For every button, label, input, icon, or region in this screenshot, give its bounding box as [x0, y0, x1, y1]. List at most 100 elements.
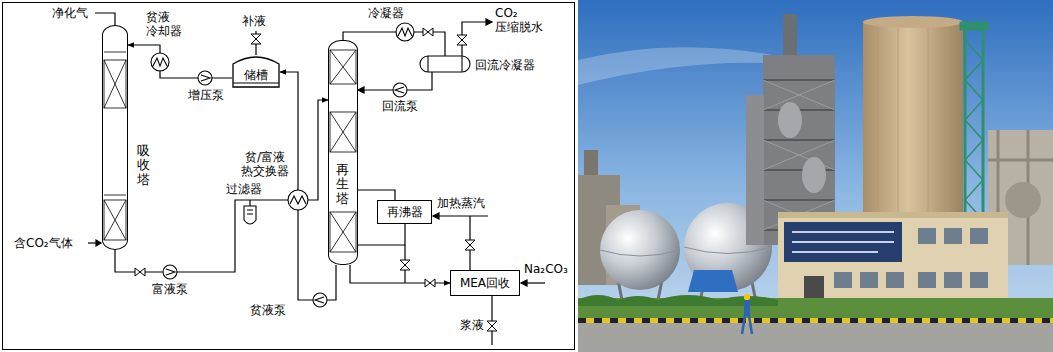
valve-symbol	[251, 34, 261, 44]
node-label: 再生塔	[336, 163, 349, 206]
front-building	[860, 272, 878, 288]
node-label: 储槽	[244, 68, 268, 82]
front-building	[834, 272, 852, 288]
equipment-label: 回流泵	[382, 99, 418, 113]
equipment-label: 贫液 冷却器	[146, 10, 186, 39]
preheater-tower	[783, 14, 797, 58]
reboiler-feed-line	[358, 190, 395, 200]
rich-solvent-line	[115, 100, 328, 272]
lattice-tower	[965, 40, 983, 240]
process-pipes	[249, 200, 250, 206]
preheater-tower	[802, 157, 826, 193]
heat-exchanger-symbol	[398, 28, 412, 36]
valve-symbol	[135, 268, 145, 276]
pump-symbol	[198, 71, 212, 85]
pump-symbol	[315, 297, 324, 303]
front-building	[970, 272, 988, 288]
process-pipes	[88, 13, 545, 345]
equipment-label: 贫/富液 热交换器	[238, 150, 292, 179]
node-label: 再沸器	[387, 205, 423, 219]
tent	[688, 270, 738, 292]
valve-symbol	[457, 35, 467, 45]
stream-label: CO₂ 压缩脱水	[495, 6, 547, 35]
column-packing	[330, 50, 356, 84]
storage-tank: 储槽	[232, 52, 280, 88]
tank-outline	[233, 57, 279, 87]
front-building	[778, 212, 1008, 307]
column-packing	[104, 200, 126, 240]
stream-label: 浆液	[460, 318, 484, 332]
pump-symbol	[163, 71, 407, 307]
valve-symbol	[423, 28, 433, 36]
equipment-label: 贫液泵	[250, 303, 286, 317]
plant-photo	[578, 0, 1053, 352]
equipment-label: 增压泵	[188, 88, 224, 102]
front-building	[778, 212, 1008, 218]
stream-label: 净化气	[52, 6, 88, 20]
process-pipes	[95, 13, 115, 25]
heat-exchanger-symbol	[288, 190, 308, 210]
absorber-column: 吸收塔	[102, 25, 128, 250]
worker	[742, 294, 752, 334]
spherical-tank	[600, 247, 772, 256]
column-packing	[104, 60, 126, 108]
equipment-label: 回流冷凝器	[475, 58, 535, 72]
curb	[578, 318, 1053, 323]
front-building	[792, 232, 894, 252]
stream-label: 补液	[242, 14, 266, 28]
node-label: 吸收塔	[137, 144, 150, 187]
process-pipes	[433, 215, 488, 216]
spherical-tank	[600, 210, 680, 290]
front-building	[778, 212, 1008, 307]
column-packing	[330, 212, 356, 252]
reboiler-box: 再沸器	[377, 200, 432, 224]
front-building	[970, 228, 988, 244]
road	[578, 323, 1053, 352]
plant-photo	[584, 150, 598, 175]
lattice-tower	[960, 22, 988, 30]
valve-symbol	[400, 260, 410, 270]
front-building	[944, 228, 962, 244]
front-building	[784, 222, 902, 262]
equipment-label: 富液泵	[152, 282, 188, 296]
reboiler-return-line	[358, 224, 405, 245]
node-label: MEA回收	[460, 276, 510, 290]
heat-exchanger-symbol	[151, 53, 169, 71]
cement-silo	[863, 16, 963, 28]
reflux-drum	[420, 56, 470, 72]
column-packing	[104, 200, 126, 240]
filter-symbol	[244, 206, 256, 224]
pump-symbol	[201, 75, 210, 81]
reflux-drum	[428, 56, 462, 72]
pump-symbol	[313, 293, 327, 307]
equipment-label: 冷凝器	[368, 6, 404, 20]
worker	[744, 300, 750, 316]
process-pipes	[521, 280, 527, 286]
plant-photo	[578, 0, 1053, 352]
preheater-tower	[763, 80, 835, 230]
pump-symbol	[166, 269, 175, 275]
pump-symbol	[163, 265, 177, 279]
column-packing	[330, 212, 356, 252]
heat-exchanger-symbol	[290, 196, 306, 204]
process-pipes	[358, 87, 364, 93]
preheater-tower	[746, 95, 764, 245]
worker	[742, 316, 752, 334]
panel-frame	[3, 3, 575, 350]
column-packing	[104, 60, 126, 108]
side-building	[1005, 182, 1041, 218]
process-pipes	[486, 19, 492, 25]
pump-symbol	[393, 83, 407, 97]
valve-symbol	[425, 279, 435, 287]
panel-frame	[3, 3, 575, 350]
pump-symbol	[395, 87, 404, 93]
worker	[744, 294, 750, 300]
process-pipes	[96, 240, 101, 246]
front-building	[944, 272, 962, 288]
heat-exchanger-symbol	[396, 23, 414, 41]
lean-solvent-line	[128, 45, 232, 78]
equipment-label: 过滤器	[226, 182, 262, 196]
